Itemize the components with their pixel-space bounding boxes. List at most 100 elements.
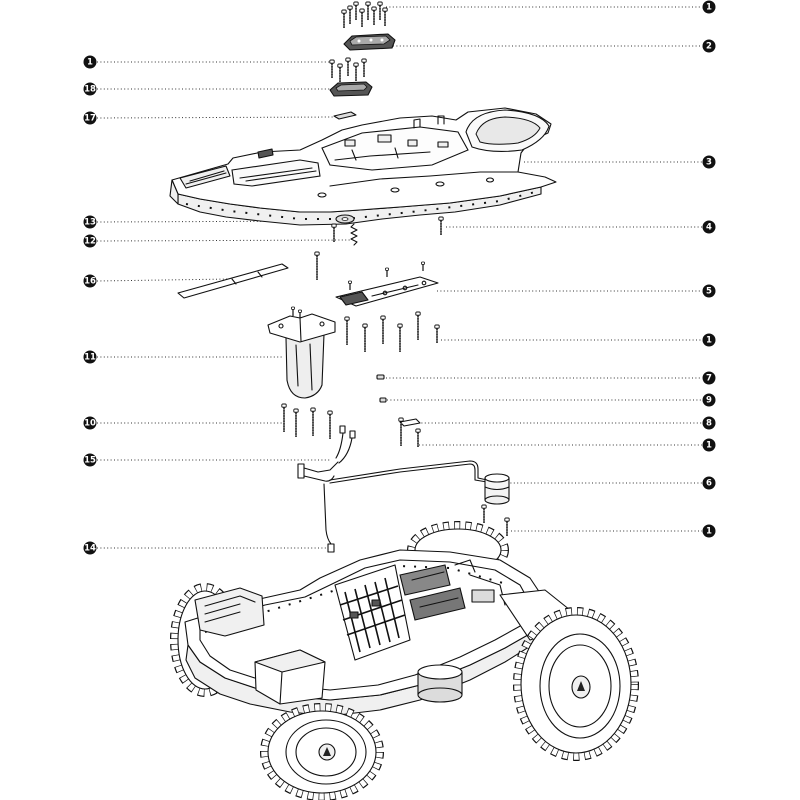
callout-badge xyxy=(83,111,97,125)
cover-detail xyxy=(437,141,449,148)
circuit-chip xyxy=(371,599,381,607)
callout-number: 17 xyxy=(84,114,96,124)
cable-harness xyxy=(297,425,488,553)
callout-right-5: 5 xyxy=(437,284,716,298)
battery-block xyxy=(399,564,451,596)
callout-right-1: 1 xyxy=(386,0,716,14)
screw xyxy=(347,280,353,291)
callout-number: 4 xyxy=(706,223,712,233)
top-mounting-plate xyxy=(343,33,396,51)
callout-badge xyxy=(702,416,716,430)
plate-line xyxy=(371,284,419,297)
screw xyxy=(434,324,440,344)
screw xyxy=(345,57,351,77)
callout-badge xyxy=(702,476,716,490)
callout-left-13: 13 xyxy=(83,215,337,229)
callout-badge xyxy=(83,453,97,467)
callout-number: 15 xyxy=(84,456,96,466)
cover-ribs xyxy=(334,147,431,161)
cover-detail xyxy=(407,139,418,147)
bracket-hole xyxy=(319,321,325,327)
callout-number: 14 xyxy=(84,544,96,554)
callout-right-10: 1 xyxy=(419,438,716,452)
callout-number: 18 xyxy=(84,85,96,95)
tire-tread-inner xyxy=(261,704,383,800)
left-housing xyxy=(194,587,265,637)
cover-hole xyxy=(317,192,327,198)
screw xyxy=(481,504,487,524)
callout-left-17: 17 xyxy=(83,111,337,125)
callouts-left: 1 18 17 13 12 16 11 xyxy=(83,55,351,555)
tire-tread-inner xyxy=(514,608,638,760)
long-cable xyxy=(329,460,488,481)
screw xyxy=(397,323,403,353)
long-cable-second-line xyxy=(329,463,488,484)
screw xyxy=(380,315,386,345)
small-strip xyxy=(333,111,357,120)
callout-badge xyxy=(702,333,716,347)
bracket-assembly xyxy=(267,306,336,440)
cable xyxy=(303,461,339,482)
cover-depth-line xyxy=(329,171,519,187)
hub-ring xyxy=(295,727,357,777)
callout-number: 3 xyxy=(706,158,712,168)
top-screw-set xyxy=(341,1,388,29)
callout-left-10: 10 xyxy=(83,416,284,430)
callout-badge xyxy=(702,371,716,385)
screw xyxy=(344,316,350,346)
connector xyxy=(327,543,335,553)
screw xyxy=(341,9,347,29)
cover-detail xyxy=(377,134,392,143)
callout-badge xyxy=(83,55,97,69)
washer-and-screws xyxy=(314,214,358,281)
callout-left-16: 16 xyxy=(83,274,231,288)
connector xyxy=(339,425,346,434)
screw xyxy=(361,58,367,78)
dome-inner xyxy=(475,116,541,145)
callout-left-14: 14 xyxy=(83,541,327,555)
cover-left-end xyxy=(169,179,179,205)
callout-number: 12 xyxy=(84,237,96,247)
circuit-chip xyxy=(349,611,359,619)
screw xyxy=(281,403,287,433)
callout-right-9: 8 xyxy=(418,416,716,430)
screw xyxy=(310,407,316,437)
callout-left-12: 12 xyxy=(83,234,351,248)
circuit-traces xyxy=(339,577,406,653)
callout-right-12: 1 xyxy=(511,524,716,538)
callout-number: 11 xyxy=(84,353,96,363)
callout-left-18: 18 xyxy=(83,82,334,96)
callout-badge xyxy=(702,39,716,53)
bracket-hole xyxy=(278,323,284,329)
callout-number: 7 xyxy=(706,374,712,384)
callout-right-6: 1 xyxy=(441,333,716,347)
spring xyxy=(350,223,358,246)
screw xyxy=(327,410,333,440)
leader-line xyxy=(96,116,337,119)
callout-number: 2 xyxy=(706,42,712,52)
callout-badge xyxy=(83,82,97,96)
cover-hole xyxy=(485,177,495,183)
callout-badge xyxy=(83,416,97,430)
callout-right-2: 2 xyxy=(393,39,716,53)
screw xyxy=(415,311,421,341)
component-box xyxy=(471,589,495,603)
wheel-right xyxy=(513,607,639,761)
connector xyxy=(349,430,356,439)
pouch-folds xyxy=(295,343,313,391)
callouts-right: 1 2 3 4 5 1 7 xyxy=(386,0,716,538)
screw xyxy=(329,59,335,79)
callout-right-8: 9 xyxy=(387,393,716,407)
screw xyxy=(290,306,296,317)
callout-number: 16 xyxy=(84,277,96,287)
motor-sides xyxy=(417,671,463,696)
callout-badge xyxy=(702,0,716,14)
callout-left-11: 11 xyxy=(83,350,284,364)
callout-number: 5 xyxy=(706,287,712,297)
cover-hole xyxy=(435,181,445,187)
screw xyxy=(362,323,368,353)
blade-motor xyxy=(417,664,463,703)
connector xyxy=(297,463,305,479)
plate-pad xyxy=(339,291,369,306)
small-insert xyxy=(379,397,387,403)
